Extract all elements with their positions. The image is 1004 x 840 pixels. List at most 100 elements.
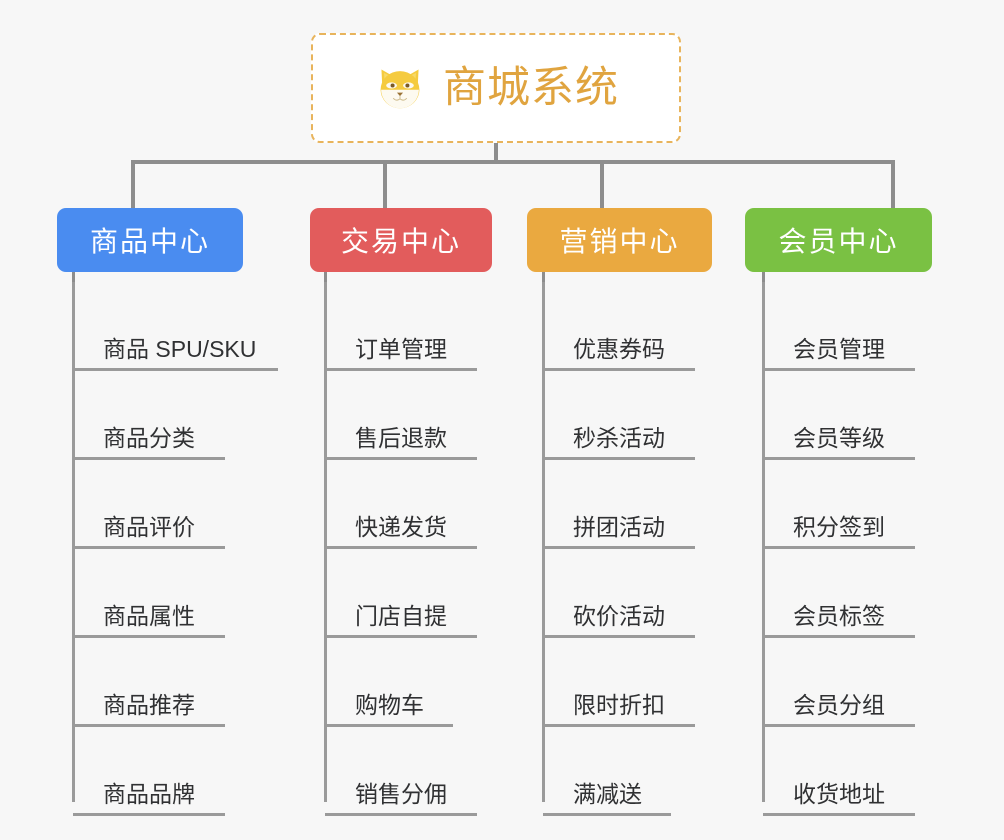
leaf-item-underline [543, 457, 695, 460]
leaf-item-label: 购物车 [355, 692, 424, 719]
leaf-item-label: 会员管理 [793, 336, 885, 363]
leaf-item[interactable]: 快递发货 [324, 460, 544, 549]
leaf-item-underline [325, 457, 477, 460]
leaf-item-label: 商品属性 [103, 603, 195, 630]
root-node[interactable]: 商城系统 [311, 33, 681, 143]
root-title: 商城系统 [443, 63, 619, 112]
leaf-item[interactable]: 销售分佣 [324, 727, 544, 816]
leaf-item-label: 门店自提 [355, 603, 447, 630]
column-spine [72, 282, 75, 802]
leaf-item-label: 订单管理 [355, 336, 447, 363]
leaf-item-underline [325, 813, 477, 816]
leaf-item-label: 满减送 [573, 781, 642, 808]
leaf-item[interactable]: 砍价活动 [542, 549, 762, 638]
leaf-item[interactable]: 商品分类 [72, 371, 292, 460]
leaf-item-underline [543, 724, 695, 727]
leaf-item[interactable]: 商品推荐 [72, 638, 292, 727]
leaf-item-label: 商品评价 [103, 514, 195, 541]
leaf-item[interactable]: 优惠券码 [542, 282, 762, 371]
leaf-column-marketing-center: 优惠券码秒杀活动拼团活动砍价活动限时折扣满减送 [542, 282, 762, 816]
leaf-item-label: 商品推荐 [103, 692, 195, 719]
leaf-item[interactable]: 拼团活动 [542, 460, 762, 549]
leaf-item-underline [543, 635, 695, 638]
leaf-item-underline [73, 457, 225, 460]
connector-drop-marketing [600, 160, 604, 210]
column-spine [542, 282, 545, 802]
connector-drop-trade [383, 160, 387, 210]
leaf-item-underline [73, 813, 225, 816]
connector-drop-member [891, 160, 895, 210]
connector-stub-member [762, 271, 765, 285]
leaf-column-member-center: 会员管理会员等级积分签到会员标签会员分组收货地址 [762, 282, 982, 816]
leaf-item-underline [325, 546, 477, 549]
leaf-item-underline [763, 724, 915, 727]
leaf-item-label: 会员等级 [793, 425, 885, 452]
leaf-column-trade-center: 订单管理售后退款快递发货门店自提购物车销售分佣 [324, 282, 544, 816]
leaf-item-label: 会员分组 [793, 692, 885, 719]
leaf-item[interactable]: 商品评价 [72, 460, 292, 549]
leaf-item-label: 会员标签 [793, 603, 885, 630]
leaf-item-underline [543, 546, 695, 549]
leaf-item[interactable]: 会员标签 [762, 549, 982, 638]
column-spine [324, 282, 327, 802]
leaf-item-label: 优惠券码 [573, 336, 665, 363]
shiba-dog-face-icon [373, 61, 427, 115]
leaf-item-label: 销售分佣 [355, 781, 447, 808]
connector-stub-trade [324, 271, 327, 285]
leaf-column-product-center: 商品 SPU/SKU 商品分类商品评价商品属性商品推荐商品品牌 [72, 282, 292, 816]
category-label: 商品中心 [89, 226, 210, 257]
leaf-item[interactable]: 限时折扣 [542, 638, 762, 727]
category-box-product-center[interactable]: 商品中心 [57, 208, 243, 272]
leaf-item[interactable]: 收货地址 [762, 727, 982, 816]
leaf-item-label: 快递发货 [355, 514, 447, 541]
leaf-item-underline [73, 546, 225, 549]
leaf-item[interactable]: 秒杀活动 [542, 371, 762, 460]
connector-drop-product [131, 160, 135, 210]
leaf-item-underline [325, 724, 453, 727]
leaf-item[interactable]: 售后退款 [324, 371, 544, 460]
leaf-item[interactable]: 订单管理 [324, 282, 544, 371]
connector-root-stem [494, 143, 498, 163]
connector-horizontal-bus [131, 160, 895, 164]
leaf-item[interactable]: 会员管理 [762, 282, 982, 371]
leaf-item-underline [763, 457, 915, 460]
leaf-item-label: 积分签到 [793, 514, 885, 541]
leaf-item-underline [763, 813, 915, 816]
category-label: 会员中心 [778, 226, 899, 257]
leaf-item-label: 售后退款 [355, 425, 447, 452]
leaf-item-label: 商品 SPU/SKU [103, 336, 257, 363]
leaf-item[interactable]: 商品属性 [72, 549, 292, 638]
leaf-item-underline [325, 368, 477, 371]
leaf-item-underline [543, 368, 695, 371]
leaf-item[interactable]: 门店自提 [324, 549, 544, 638]
leaf-item-label: 砍价活动 [573, 603, 665, 630]
category-label: 营销中心 [559, 226, 680, 257]
leaf-item-label: 拼团活动 [573, 514, 665, 541]
category-box-marketing-center[interactable]: 营销中心 [527, 208, 712, 272]
category-label: 交易中心 [340, 226, 461, 257]
leaf-item-underline [73, 724, 225, 727]
column-spine [762, 282, 765, 802]
leaf-item-underline [763, 368, 915, 371]
leaf-item-underline [543, 813, 671, 816]
leaf-item[interactable]: 会员分组 [762, 638, 982, 727]
leaf-item-label: 限时折扣 [573, 692, 665, 719]
connector-stub-marketing [542, 271, 545, 285]
leaf-item[interactable]: 积分签到 [762, 460, 982, 549]
leaf-item[interactable]: 购物车 [324, 638, 544, 727]
leaf-item[interactable]: 满减送 [542, 727, 762, 816]
leaf-item-underline [325, 635, 477, 638]
leaf-item-label: 收货地址 [793, 781, 885, 808]
leaf-item-underline [73, 368, 278, 371]
leaf-item-label: 商品品牌 [103, 781, 195, 808]
leaf-item[interactable]: 商品 SPU/SKU [72, 282, 292, 371]
leaf-item-underline [763, 635, 915, 638]
leaf-item-label: 商品分类 [103, 425, 195, 452]
leaf-item[interactable]: 商品品牌 [72, 727, 292, 816]
connector-stub-product [72, 271, 75, 285]
category-box-trade-center[interactable]: 交易中心 [310, 208, 492, 272]
category-box-member-center[interactable]: 会员中心 [745, 208, 932, 272]
leaf-item[interactable]: 会员等级 [762, 371, 982, 460]
leaf-item-underline [763, 546, 915, 549]
